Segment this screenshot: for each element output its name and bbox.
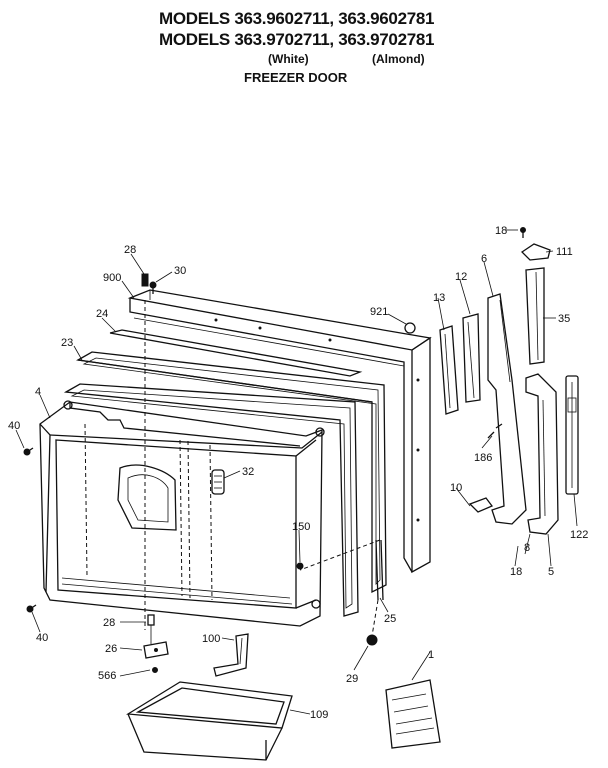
color-almond-label: (Almond)	[372, 52, 425, 66]
callout-leader-lines	[15, 229, 578, 715]
door-strip-24	[109, 329, 363, 377]
callout-150: 150	[292, 521, 310, 533]
callout-1: 1	[428, 649, 434, 661]
callout-566: 566	[98, 670, 116, 682]
inner-door-frame	[63, 383, 359, 617]
outer-door-panel	[127, 289, 432, 574]
callout-8: 8	[524, 542, 530, 554]
callout-186: 186	[474, 452, 492, 464]
callout-10: 10	[450, 482, 462, 494]
models-line-1: MODELS 363.9602711, 363.9602781	[159, 9, 435, 28]
callout-labels: 18 111 28 30 900 6 12 35 921 13 24 23 4 …	[8, 225, 588, 721]
callout-25: 25	[384, 613, 396, 625]
callout-28-lower: 28	[103, 617, 115, 629]
callout-13: 13	[433, 292, 445, 304]
callout-122: 122	[570, 529, 588, 541]
callout-6: 6	[481, 253, 487, 265]
callout-18-top: 18	[495, 225, 507, 237]
callout-921: 921	[370, 306, 388, 318]
color-white-label: (White)	[268, 52, 309, 66]
callout-29: 29	[346, 673, 358, 685]
callout-18-bottom: 18	[510, 566, 522, 578]
hinge-and-bracket-parts	[404, 227, 579, 535]
callout-40-upper: 40	[8, 420, 20, 432]
fastener-hardware	[23, 273, 304, 644]
instruction-card	[385, 679, 441, 749]
door-seal-strip	[371, 539, 384, 637]
storage-bin	[125, 681, 293, 761]
callout-900: 900	[103, 272, 121, 284]
callout-109: 109	[310, 709, 328, 721]
models-line-2: MODELS 363.9702711, 363.9702781	[159, 30, 435, 49]
callout-24: 24	[96, 308, 108, 320]
door-liner	[39, 300, 381, 630]
callout-30: 30	[174, 265, 186, 277]
diagram-title: FREEZER DOOR	[244, 70, 348, 85]
callout-23: 23	[61, 337, 73, 349]
callout-12: 12	[455, 271, 467, 283]
callout-40-lower: 40	[36, 632, 48, 644]
callout-5: 5	[548, 566, 554, 578]
callout-100: 100	[202, 633, 220, 645]
callout-35: 35	[558, 313, 570, 325]
callout-26: 26	[105, 643, 117, 655]
callout-32: 32	[242, 466, 254, 478]
callout-4: 4	[35, 386, 41, 398]
callout-28-top: 28	[124, 244, 136, 256]
lower-hinge-parts	[143, 633, 378, 677]
door-gasket	[76, 351, 387, 594]
callout-111: 111	[556, 246, 573, 258]
